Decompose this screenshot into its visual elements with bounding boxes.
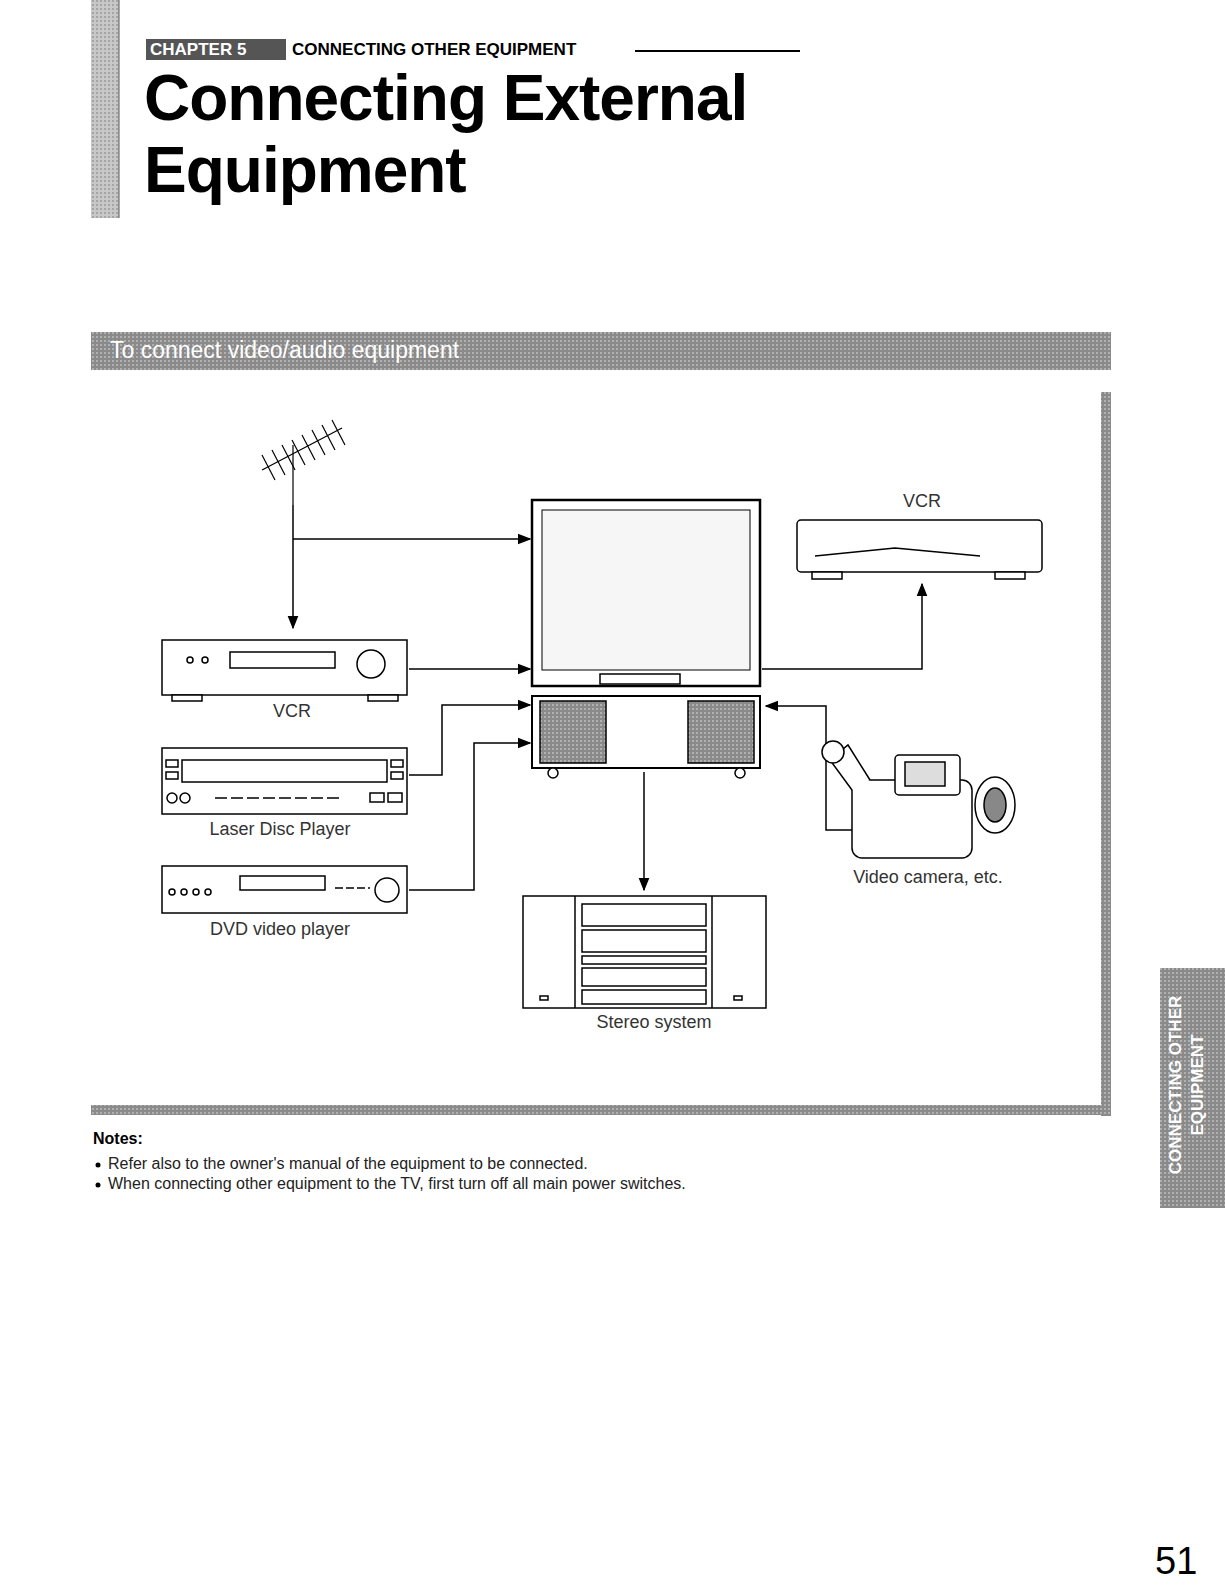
- device-caption: Stereo system: [593, 1011, 714, 1034]
- dvd-player: [162, 866, 407, 913]
- device-caption: VCR: [270, 700, 314, 723]
- chapter-heading: CONNECTING OTHER EQUIPMENT: [292, 40, 576, 60]
- device-name: VCR: [273, 701, 311, 722]
- laser-disc-player: [162, 748, 407, 814]
- device-name: Stereo system: [596, 1012, 711, 1033]
- note: When connecting other equipment to the T…: [108, 1175, 686, 1193]
- device-caption: Laser Disc Player: [206, 818, 353, 841]
- tv-set: [532, 500, 760, 778]
- device-caption: Video camera, etc.: [850, 866, 1006, 889]
- section-heading: To connect video/audio equipment: [110, 337, 459, 364]
- note: Refer also to the owner's manual of the …: [108, 1155, 588, 1173]
- device-name: Laser Disc Player: [209, 819, 350, 840]
- device-name: DVD video player: [210, 919, 350, 940]
- side-tab: [1160, 968, 1225, 1208]
- device-caption: VCR: [900, 490, 944, 513]
- vcr-left: [162, 640, 407, 701]
- chapter-tag: CHAPTER 5: [150, 40, 246, 60]
- page-number: 51: [1155, 1540, 1197, 1583]
- antenna: [262, 420, 345, 505]
- device-name: Video camera, etc.: [853, 867, 1003, 888]
- section-band: [91, 332, 1111, 370]
- frame: [91, 392, 1111, 1116]
- notes-heading: Notes:: [93, 1130, 143, 1148]
- side-tab-label: CONNECTING OTHER EQUIPMENT: [1165, 970, 1209, 1200]
- bullet: [96, 1183, 101, 1188]
- page-title: Connecting External Equipment: [144, 62, 864, 206]
- device-caption: DVD video player: [207, 918, 353, 941]
- vcr-right: [797, 520, 1042, 579]
- device-name: VCR: [903, 491, 941, 512]
- stereo-system: [523, 896, 766, 1008]
- video-camera: [822, 741, 1015, 858]
- bullet: [96, 1163, 101, 1168]
